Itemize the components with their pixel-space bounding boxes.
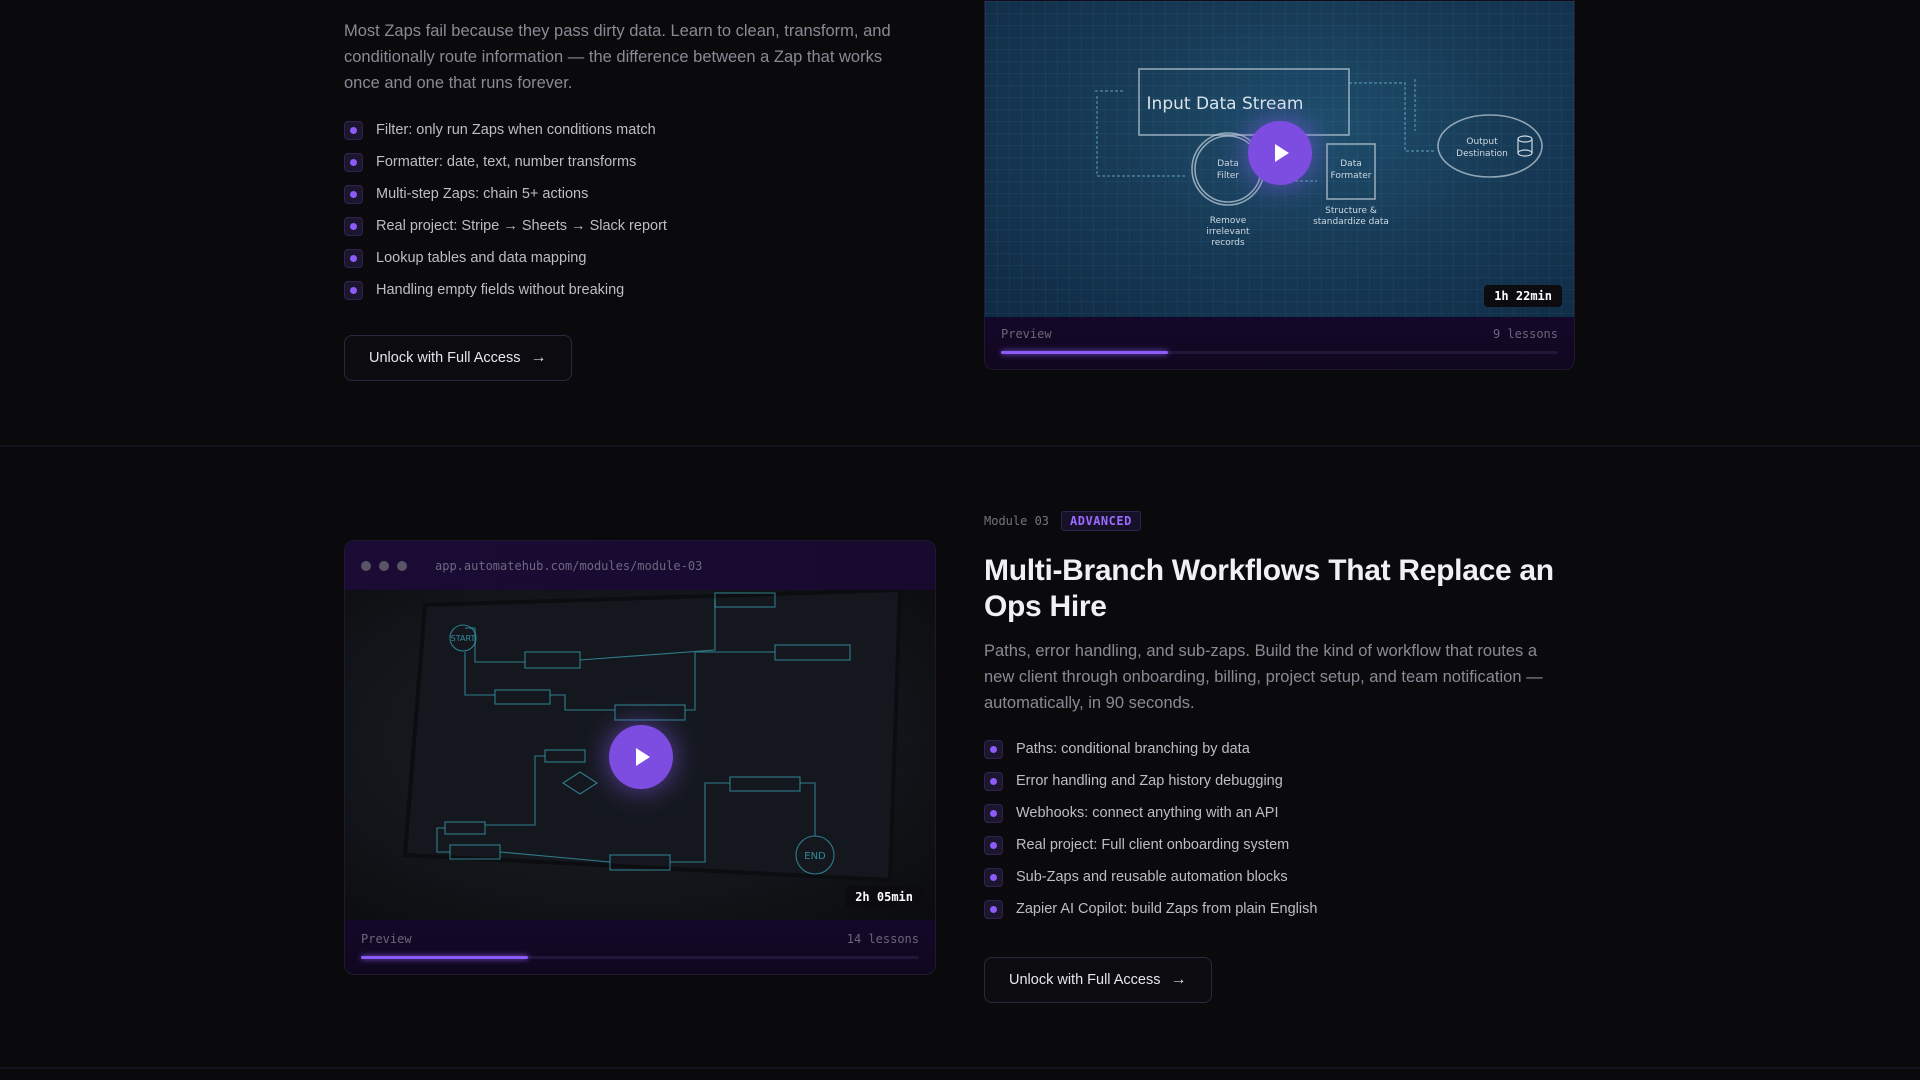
bullet-icon xyxy=(984,899,1003,919)
module03-video-card: app.automatehub.com/modules/module-03 ST… xyxy=(344,540,936,975)
feature-item: Filter: only run Zaps when conditions ma… xyxy=(344,114,914,146)
difficulty-badge: ADVANCED xyxy=(1061,511,1141,531)
feature-item: Zapier AI Copilot: build Zaps from plain… xyxy=(984,893,1564,925)
bullet-icon xyxy=(984,835,1003,855)
feature-item: Real project: Full client onboarding sys… xyxy=(984,829,1564,861)
section-divider xyxy=(0,445,1920,447)
feature-item: Error handling and Zap history debugging xyxy=(984,765,1564,797)
module02-description: Most Zaps fail because they pass dirty d… xyxy=(344,22,891,92)
svg-text:Input Data Stream: Input Data Stream xyxy=(1147,94,1304,114)
module02-text-column: Most Zaps fail because they pass dirty d… xyxy=(344,18,914,306)
module03-description: Paths, error handling, and sub-zaps. Bui… xyxy=(984,642,1543,712)
feature-item: Multi-step Zaps: chain 5+ actions xyxy=(344,178,914,210)
preview-label: Preview xyxy=(361,932,412,946)
svg-text:Destination: Destination xyxy=(1456,149,1508,159)
arrow-right-icon: → xyxy=(1170,971,1187,988)
svg-text:Data: Data xyxy=(1340,159,1362,169)
bullet-icon xyxy=(984,739,1003,759)
video-footer: Preview 14 lessons xyxy=(345,920,935,974)
bullet-icon xyxy=(984,771,1003,791)
svg-text:Structure &: Structure & xyxy=(1325,206,1377,216)
bullet-icon xyxy=(984,803,1003,823)
feature-item: Webhooks: connect anything with an API xyxy=(984,797,1564,829)
play-button[interactable] xyxy=(1248,121,1312,185)
preview-label: Preview xyxy=(1001,327,1052,341)
duration-badge: 2h 05min xyxy=(845,886,923,908)
svg-text:Output: Output xyxy=(1466,137,1498,147)
video-footer: Preview 9 lessons xyxy=(985,317,1574,369)
module03-feature-list: Paths: conditional branching by data Err… xyxy=(984,733,1564,925)
module-title: Multi-Branch Workflows That Replace an O… xyxy=(984,554,1554,623)
play-button[interactable] xyxy=(609,725,673,789)
lessons-count: 14 lessons xyxy=(846,932,919,946)
browser-bar: app.automatehub.com/modules/module-03 xyxy=(345,541,935,590)
button-label: Unlock with Full Access xyxy=(369,350,521,366)
feature-item: Real project: Stripe → Sheets → Slack re… xyxy=(344,210,914,242)
bullet-icon xyxy=(344,152,363,172)
svg-text:Remove: Remove xyxy=(1210,216,1247,226)
feature-item: Sub-Zaps and reusable automation blocks xyxy=(984,861,1564,893)
feature-item: Lookup tables and data mapping xyxy=(344,242,914,274)
svg-text:Filter: Filter xyxy=(1217,171,1240,181)
video-thumbnail[interactable]: START END 2h 05min xyxy=(345,590,935,922)
feature-item: Formatter: date, text, number transforms xyxy=(344,146,914,178)
bullet-icon xyxy=(344,216,363,236)
bullet-icon xyxy=(344,184,363,204)
svg-text:START: START xyxy=(451,634,476,643)
unlock-full-access-button[interactable]: Unlock with Full Access → xyxy=(984,957,1212,1003)
browser-url: app.automatehub.com/modules/module-03 xyxy=(435,558,703,573)
duration-badge: 1h 22min xyxy=(1484,285,1562,307)
svg-text:Formater: Formater xyxy=(1331,171,1372,181)
feature-item: Paths: conditional branching by data xyxy=(984,733,1564,765)
svg-text:records: records xyxy=(1211,238,1245,248)
module-number: Module 03 xyxy=(984,514,1050,528)
svg-text:END: END xyxy=(804,851,826,862)
bullet-icon xyxy=(344,120,363,140)
svg-text:irrelevant: irrelevant xyxy=(1206,227,1250,237)
progress-bar xyxy=(361,956,919,959)
window-dot-icon xyxy=(397,560,407,571)
module02-feature-list: Filter: only run Zaps when conditions ma… xyxy=(344,114,914,306)
progress-bar xyxy=(1001,351,1558,354)
bullet-icon xyxy=(984,867,1003,887)
unlock-full-access-button[interactable]: Unlock with Full Access → xyxy=(344,335,572,381)
window-dot-icon xyxy=(379,560,389,571)
bullet-icon xyxy=(344,248,363,268)
arrow-right-icon: → xyxy=(530,349,547,366)
svg-text:standardize data: standardize data xyxy=(1313,217,1389,227)
section-divider xyxy=(0,1067,1920,1069)
window-dot-icon xyxy=(361,560,371,571)
button-label: Unlock with Full Access xyxy=(1009,972,1161,988)
bullet-icon xyxy=(344,280,363,300)
feature-item: Handling empty fields without breaking xyxy=(344,274,914,306)
module-meta: Module 03 ADVANCED xyxy=(984,511,1564,531)
lessons-count: 9 lessons xyxy=(1492,327,1558,341)
module03-text-column: Module 03 ADVANCED Multi-Branch Workflows… xyxy=(984,511,1564,925)
svg-text:Data: Data xyxy=(1217,159,1239,169)
